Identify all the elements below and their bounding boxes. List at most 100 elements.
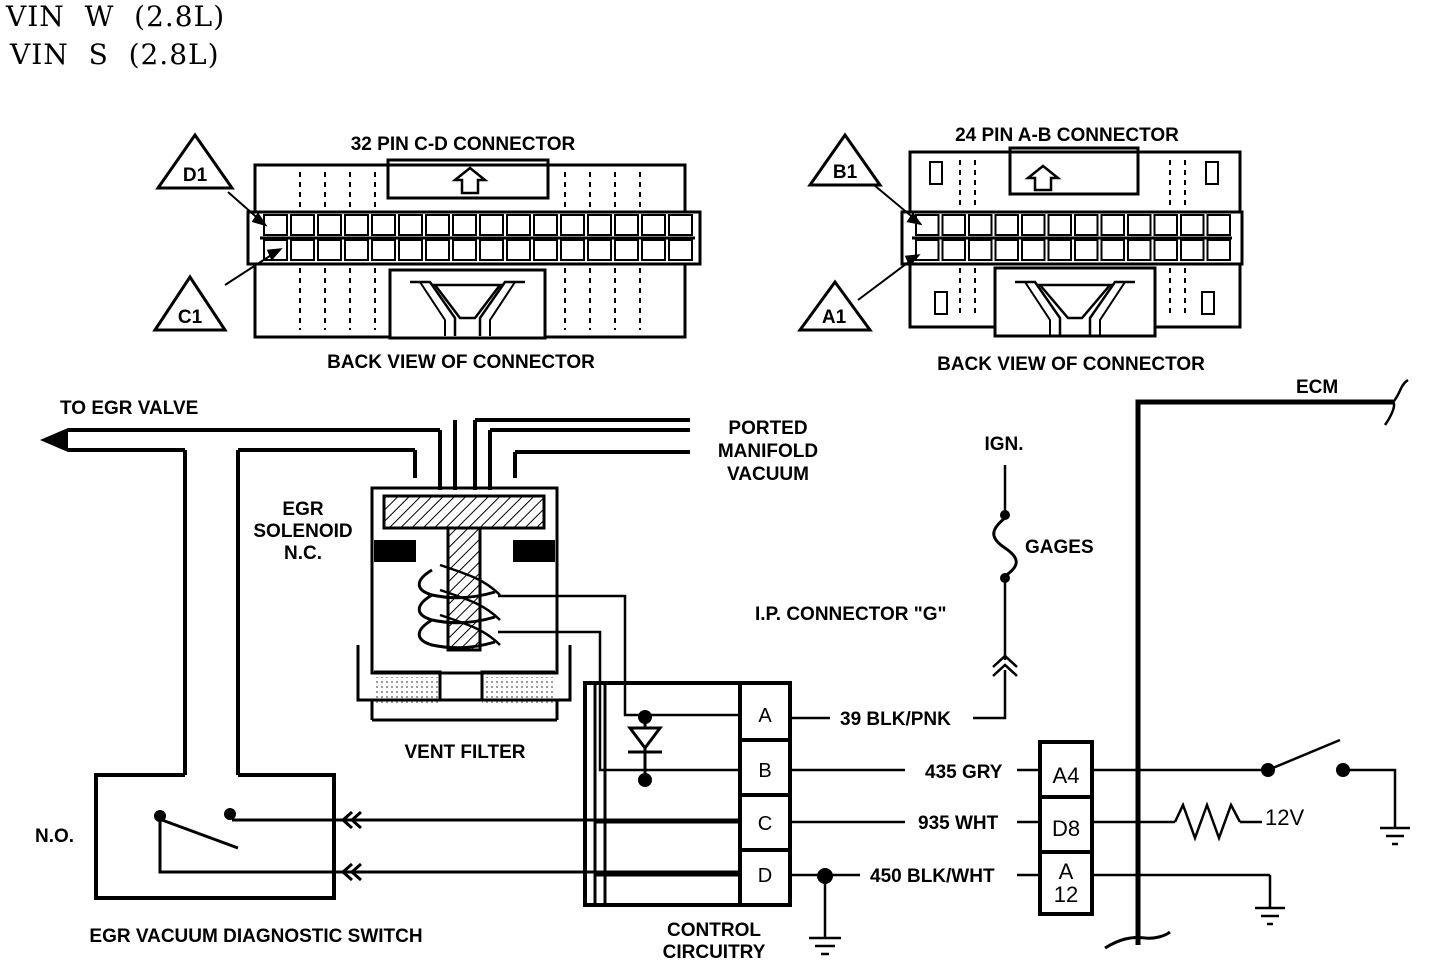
ported-label-3: VACUUM: [727, 464, 809, 485]
connector-pin-cell: [533, 214, 558, 236]
egr-solenoid-label-2: SOLENOID: [253, 521, 352, 542]
diode-icon: [627, 726, 663, 751]
connector-pin-cell: [1074, 239, 1099, 261]
diag-switch-contact-icon: [161, 818, 239, 850]
egr-solenoid-label-3: N.C.: [284, 543, 322, 564]
connector-pin-cell: [587, 239, 612, 261]
diag-switch-label: EGR VACUUM DIAGNOSTIC SWITCH: [89, 926, 422, 947]
connector-pin-cell: [587, 214, 612, 236]
control-pin-b: B: [758, 760, 771, 782]
connector-pin-cell: [915, 214, 940, 236]
connector-pin-cell: [317, 214, 342, 236]
ecm-pin-a12-line2: 12: [1054, 882, 1078, 907]
ecm-pin-a12-line1: A: [1059, 859, 1074, 884]
cd-connector-title: 32 PIN C-D CONNECTOR: [351, 134, 576, 155]
connector-pin-cell: [452, 239, 477, 261]
wire-label: 435 GRY: [925, 762, 1003, 783]
connector-pin-cell: [1206, 214, 1231, 236]
wires: 39 BLK/PNK 435 GRY 935 WHT 450 BLK/WHT: [790, 670, 1040, 956]
connector-pin-cell: [344, 239, 369, 261]
connector-pin-cell: [560, 239, 585, 261]
connector-pin-cell: [915, 239, 940, 261]
ip-connector-label: I.P. CONNECTOR "G": [755, 604, 947, 625]
resistor-icon: [1173, 801, 1242, 842]
connector-pin-cell: [1180, 214, 1205, 236]
connector-pin-cell: [506, 214, 531, 236]
fuse-icon: [992, 516, 1018, 578]
tag-b1: B1: [833, 162, 858, 183]
wire-label: 450 BLK/WHT: [870, 866, 995, 887]
tag-a1: A1: [822, 307, 847, 328]
connector-pin-cell: [994, 214, 1019, 236]
cd-caption: BACK VIEW OF CONNECTOR: [327, 352, 595, 373]
control-pin-a: A: [758, 705, 772, 727]
ecm-pin-a4: A4: [1053, 763, 1080, 788]
connector-pin-cell: [1153, 214, 1178, 236]
connector-pin-cell: [506, 239, 531, 261]
vacuum-hoses: TO EGR VALVE PORTED MANIFOLD VACUUM: [40, 398, 818, 775]
connector-pin-cell: [1206, 239, 1231, 261]
connector-pin-cell: [317, 239, 342, 261]
no-label: N.O.: [35, 826, 74, 847]
connector-pin-cell: [668, 239, 693, 261]
egr-solenoid: EGR SOLENOID N.C. VENT FILTER: [253, 486, 572, 763]
connector-pin-cell: [641, 239, 666, 261]
connector-pin-cell: [398, 214, 423, 236]
ported-label-2: MANIFOLD: [718, 441, 818, 462]
connector-pin-cell: [1021, 239, 1046, 261]
ignition-fuse: IGN. GAGES I.P. CONNECTOR "G": [755, 434, 1094, 677]
connector-pin-cell: [1100, 214, 1125, 236]
connector-pin-cell: [371, 239, 396, 261]
connector-pin-cell: [344, 214, 369, 236]
connector-pin-cell: [533, 239, 558, 261]
connector-chevron-icon: [340, 810, 362, 830]
egr-vacuum-diagnostic-switch: N.O. EGR VACUUM DIAGNOSTIC SWITCH: [35, 738, 740, 947]
connector-chevron-icon: [340, 862, 362, 882]
connector-pin-cell: [1100, 239, 1125, 261]
connector-pin-cell: [968, 214, 993, 236]
connector-pin-cell: [398, 239, 423, 261]
control-label-1: CONTROL: [667, 920, 761, 941]
connector-pin-cell: [425, 239, 450, 261]
ab-caption: BACK VIEW OF CONNECTOR: [937, 354, 1205, 375]
connector-24pin-ab: 24 PIN A-B CONNECTOR B1 A1 BACK VIEW OF …: [797, 125, 1244, 375]
connector-pin-cell: [1047, 214, 1072, 236]
tag-c1: C1: [178, 307, 203, 328]
vent-filter-label: VENT FILTER: [404, 742, 525, 763]
connector-pin-cell: [1021, 214, 1046, 236]
ecm-switch-icon: [1267, 738, 1341, 772]
connector-pin-cell: [968, 239, 993, 261]
connector-pin-cell: [1153, 239, 1178, 261]
connector-pin-cell: [614, 214, 639, 236]
connector-pin-cell: [290, 239, 315, 261]
egr-solenoid-label-1: EGR: [282, 499, 323, 520]
connector-pin-cell: [614, 239, 639, 261]
connector-32pin-cd: 32 PIN C-D CONNECTOR D1 C1 BACK VIEW OF …: [152, 132, 702, 373]
ecm: ECM A4 D8 A 12 12V: [1038, 377, 1410, 950]
tag-d1: D1: [183, 165, 208, 186]
to-egr-valve-label: TO EGR VALVE: [60, 398, 198, 419]
connector-pin-cell: [668, 214, 693, 236]
voltage-label: 12V: [1265, 805, 1304, 830]
wire-label: 935 WHT: [918, 813, 999, 834]
connector-pin-cell: [1180, 239, 1205, 261]
egr-valve-arrow-icon: [40, 428, 68, 452]
wire-label: 39 BLK/PNK: [840, 709, 951, 730]
ecm-label: ECM: [1296, 377, 1338, 398]
ign-label: IGN.: [984, 434, 1023, 455]
connector-pin-cell: [452, 214, 477, 236]
connector-pin-cell: [641, 214, 666, 236]
vin-w-label: VIN W (2.8L): [6, 0, 226, 33]
control-label-2: CIRCUITRY: [663, 942, 766, 960]
connector-pin-cell: [1127, 214, 1152, 236]
ecm-pin-d8: D8: [1052, 816, 1080, 841]
control-pin-d: D: [758, 865, 772, 887]
connector-pin-cell: [1074, 214, 1099, 236]
vin-s-label: VIN S (2.8L): [10, 38, 220, 71]
connector-pin-cell: [560, 214, 585, 236]
ab-connector-title: 24 PIN A-B CONNECTOR: [955, 125, 1179, 146]
ported-label-1: PORTED: [728, 418, 807, 439]
connector-pin-cell: [1047, 239, 1072, 261]
connector-pin-cell: [1127, 239, 1152, 261]
